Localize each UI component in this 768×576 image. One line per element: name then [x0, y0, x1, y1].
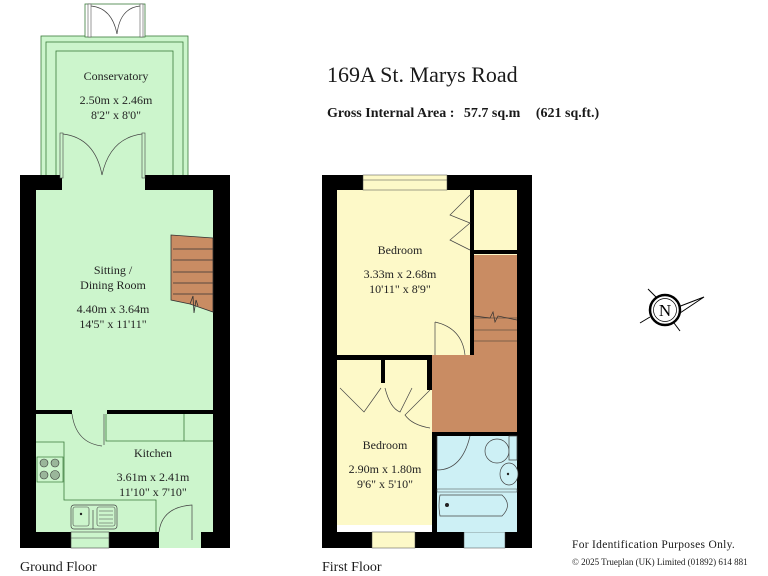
gross-internal-area: Gross Internal Area : 57.7 sq.m (621 sq.… [327, 106, 599, 122]
gia-imperial: (621 sq.ft.) [535, 106, 600, 121]
room-dimensions-metric: 3.61m x 2.41m [116, 470, 190, 484]
room-dimensions-metric: 2.90m x 1.80m [348, 462, 422, 476]
room-dimensions-imperial: 14'5" x 11'11" [79, 317, 147, 331]
north-compass-icon: N [636, 285, 706, 335]
room-dimensions-imperial: 9'6" x 5'10" [356, 477, 414, 491]
first-floor-label: First Floor [322, 560, 382, 575]
property-address-title: 169A St. Marys Road [327, 62, 518, 87]
room-dimensions-metric: 3.33m x 2.68m [363, 267, 437, 281]
ground-floor-label: Ground Floor [20, 560, 97, 575]
disclaimer-text: For Identification Purposes Only. [572, 539, 736, 551]
compass-letter: N [659, 301, 671, 320]
room-dimensions-metric: 4.40m x 3.64m [76, 302, 150, 316]
conservatory [40, 3, 189, 177]
room-dimensions-imperial: 11'10" x 7'10" [119, 485, 187, 499]
room-name-line2: Dining Room [80, 278, 146, 292]
room-bedroom-2: Bedroom 2.90m x 1.80m 9'6" x 5'10" [335, 438, 435, 492]
ground-floor-plan [20, 3, 230, 549]
gia-metric: 57.7 sq.m [463, 106, 521, 121]
room-name: Kitchen [134, 446, 172, 460]
room-name-line1: Sitting / [93, 263, 133, 277]
room-name: Bedroom [362, 438, 408, 452]
room-dimensions-imperial: 8'2" x 8'0" [90, 108, 142, 122]
gia-label: Gross Internal Area : [327, 106, 455, 121]
room-conservatory: Conservatory 2.50m x 2.46m 8'2" x 8'0" [58, 69, 174, 123]
room-dimensions-metric: 2.50m x 2.46m [79, 93, 153, 107]
room-name: Conservatory [83, 69, 149, 83]
room-dimensions-imperial: 10'11" x 8'9" [369, 282, 431, 296]
first-floor-plan [322, 174, 532, 549]
copyright-text: © 2025 Trueplan (UK) Limited (01892) 614… [572, 557, 748, 567]
room-sitting-dining: Sitting / Dining Room 4.40m x 3.64m 14'5… [48, 263, 178, 332]
room-kitchen: Kitchen 3.61m x 2.41m 11'10" x 7'10" [98, 446, 208, 500]
room-name: Bedroom [377, 243, 423, 257]
room-bedroom-1: Bedroom 3.33m x 2.68m 10'11" x 8'9" [350, 243, 450, 297]
